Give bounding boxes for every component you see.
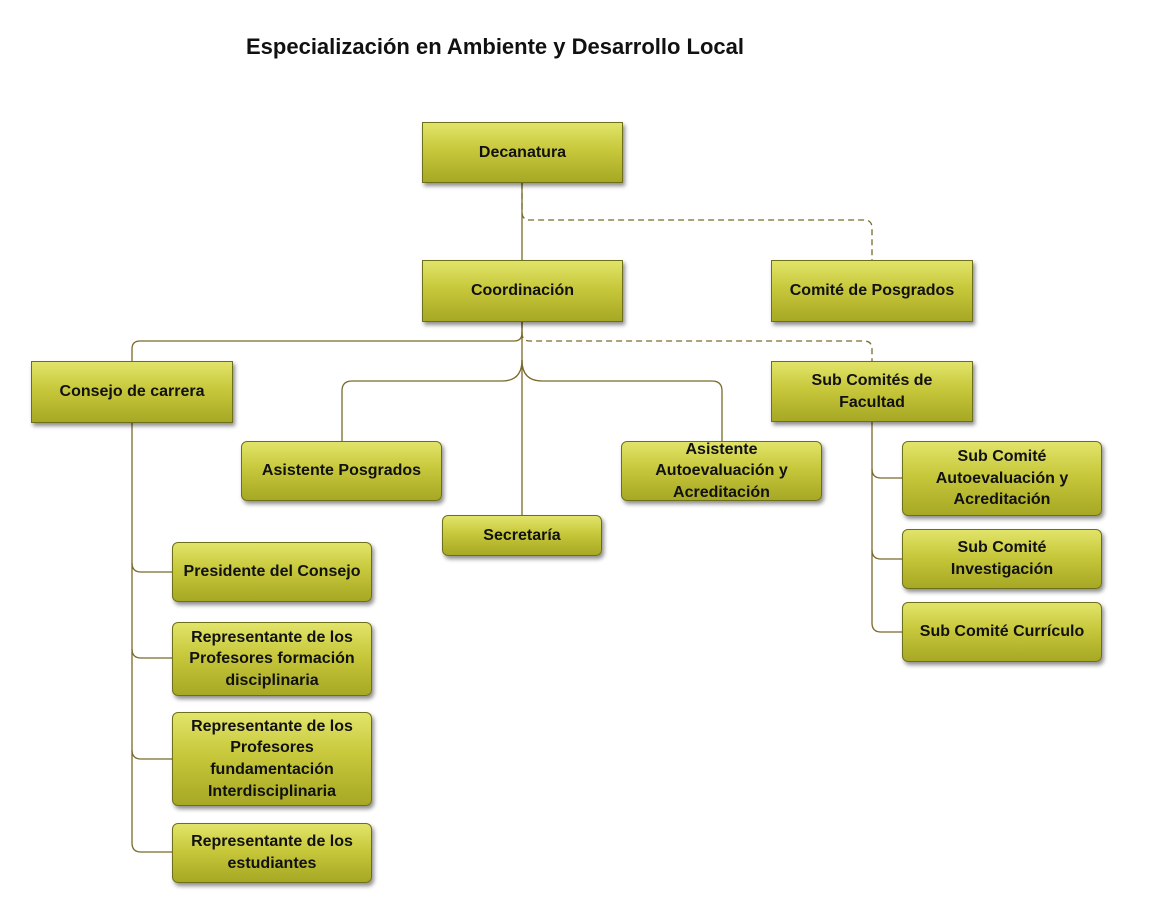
connector-coordinacion-subcomites	[521, 322, 873, 361]
node-coordinacion: Coordinación	[422, 260, 623, 322]
node-asistente-posgrados: Asistente Posgrados	[241, 441, 442, 501]
connector-subcomites-investigacion	[871, 549, 902, 560]
page-title: Especialización en Ambiente y Desarrollo…	[246, 34, 745, 59]
node-presidente-consejo: Presidente del Consejo	[172, 542, 372, 602]
connector-consejo-rep-interdisciplinaria	[131, 749, 172, 760]
node-sub-comite-curriculo: Sub Comité Currículo	[902, 602, 1102, 662]
node-asistente-autoevaluacion: Asistente Autoevaluación y Acreditación	[621, 441, 822, 501]
connector-consejo-rep-disciplinaria	[131, 648, 172, 659]
connector-consejo-presidente	[131, 562, 172, 573]
connector-decanatura-comite	[521, 183, 873, 260]
connector-coordinacion-asistente-posgrados	[341, 359, 523, 441]
connector-subcomites-spine	[871, 422, 902, 633]
node-rep-estudiantes: Representante de los estudiantes	[172, 823, 372, 883]
node-secretaria: Secretaría	[442, 515, 602, 556]
node-decanatura: Decanatura	[422, 122, 623, 183]
node-rep-profesores-disciplinaria: Representante de los Profesores formació…	[172, 622, 372, 696]
node-rep-profesores-interdisciplinaria: Representante de los Profesores fundamen…	[172, 712, 372, 806]
connector-coordinacion-consejo	[131, 322, 523, 361]
connector-coordinacion-asistente-autoevaluacion	[521, 359, 723, 441]
node-sub-comite-autoevaluacion: Sub Comité Autoevaluación y Acreditación	[902, 441, 1102, 516]
connector-subcomites-autoevaluacion	[871, 468, 902, 479]
node-sub-comite-investigacion: Sub Comité Investigación	[902, 529, 1102, 589]
connector-consejo-spine	[131, 423, 172, 853]
node-sub-comites-facultad: Sub Comités de Facultad	[771, 361, 973, 422]
node-comite-posgrados: Comité de Posgrados	[771, 260, 973, 322]
node-consejo-carrera: Consejo de carrera	[31, 361, 233, 423]
